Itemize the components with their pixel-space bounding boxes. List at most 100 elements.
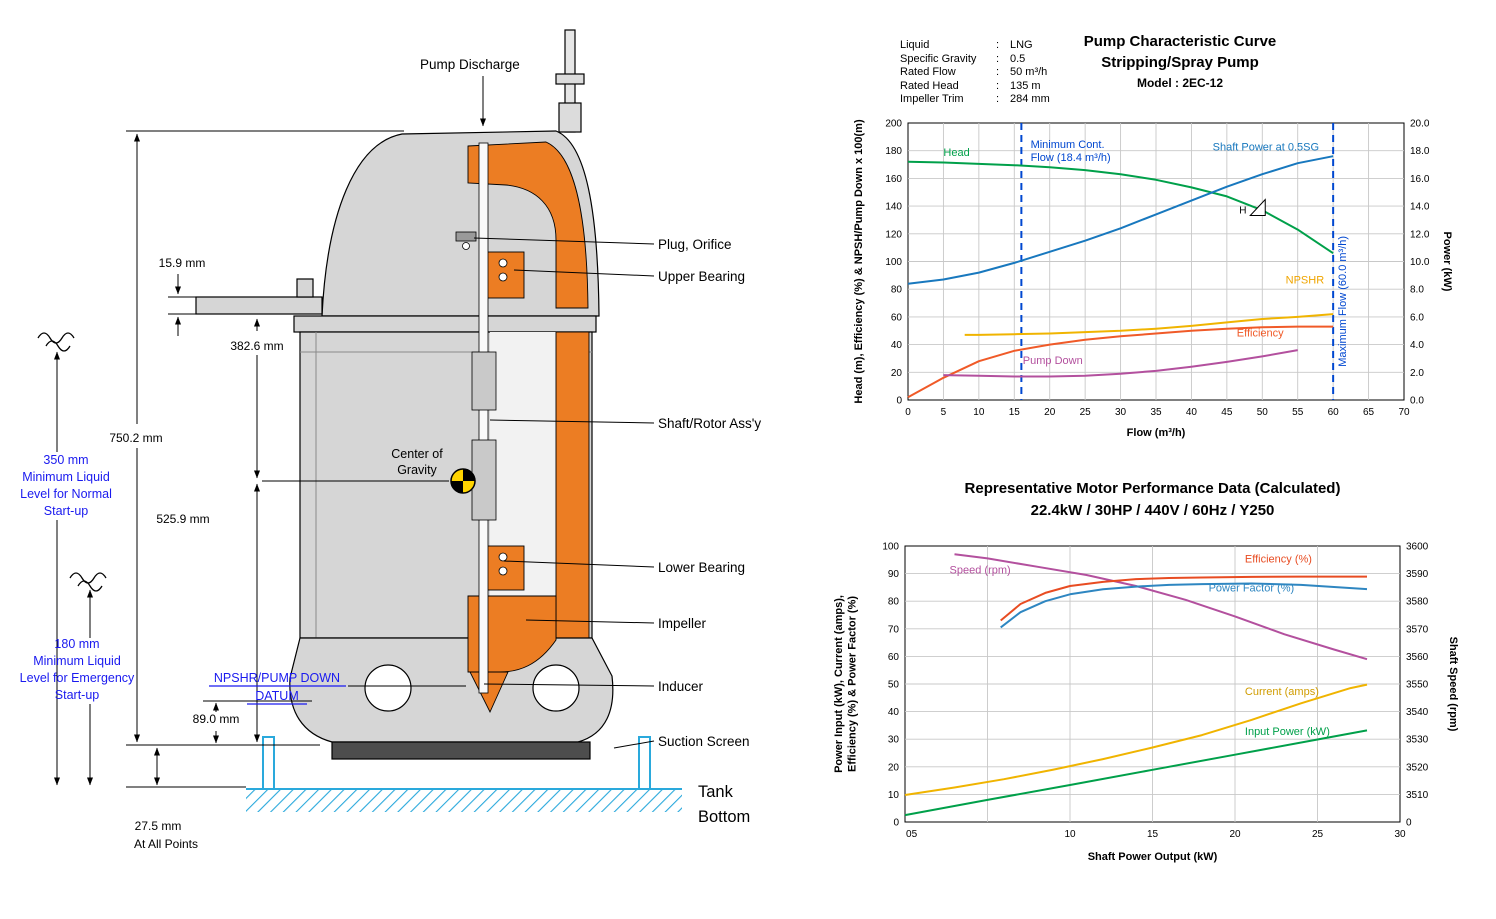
y-tick-label-right: 3590: [1406, 569, 1429, 580]
y-tick-label-right: 3570: [1406, 624, 1429, 635]
y-tick-label-right: 3560: [1406, 652, 1429, 663]
suction-screen-part: [331, 741, 591, 760]
y-tick-label-left: 70: [888, 624, 900, 635]
label-center-of: Center of: [391, 447, 443, 461]
y-tick-label-left: 0: [893, 818, 899, 829]
pump-rating-info: Liquid:LNG Specific Gravity:0.5 Rated Fl…: [900, 39, 1050, 107]
note-emergency-2: Minimum Liquid: [33, 654, 121, 668]
info-row: Impeller Trim:284 mm: [900, 93, 1050, 107]
y-tick-label-right: 3520: [1406, 762, 1429, 773]
y-tick-label-left: 120: [885, 229, 902, 240]
chart-subtitle: 22.4kW / 30HP / 440V / 60Hz / Y250: [1030, 502, 1275, 519]
info-label: Impeller Trim: [900, 93, 964, 106]
info-value: LNG: [1010, 39, 1033, 51]
liquid-level-icon-emergency: [69, 572, 107, 592]
label-plug-orifice: Plug, Orifice: [658, 237, 732, 252]
dim-text-bg: [222, 337, 292, 353]
x-axis-title: Shaft Power Output (kW): [1088, 851, 1218, 863]
y-tick-label-left: 50: [888, 680, 900, 691]
x-tick-label: 30: [1394, 829, 1406, 840]
flag-marker: [1249, 198, 1266, 216]
info-label: Rated Head: [900, 79, 959, 92]
y-tick-label-left: 0: [896, 396, 902, 407]
tank-bottom-ground: [246, 788, 682, 812]
y-tick-label-left: 90: [888, 569, 900, 580]
series-input-power-kw-: [904, 729, 1368, 817]
pump-leg-right: [638, 736, 651, 790]
y-tick-label-right: 8.0: [1410, 285, 1424, 296]
note-normal-2: Minimum Liquid: [22, 470, 110, 484]
series-shaft-power-at-0-5sg: [907, 155, 1334, 285]
y-tick-label-right: 3550: [1406, 680, 1429, 691]
center-of-gravity-icon: [450, 468, 476, 494]
info-label: Liquid: [900, 39, 930, 51]
curve-label: Maximum Flow (60.0 m³/h): [1337, 236, 1349, 367]
dim-plate: 15.9 mm: [159, 256, 206, 270]
x-tick-label: 45: [1221, 407, 1233, 418]
y-tick-label-right: 6.0: [1410, 312, 1424, 323]
y-tick-label-left: 80: [891, 285, 903, 296]
discharge-column: [555, 331, 590, 639]
y-tick-label-left: 40: [888, 707, 900, 718]
curve-label: Head: [943, 147, 969, 159]
flag-label: H: [1239, 205, 1246, 216]
y-tick-label-left: 160: [885, 174, 902, 185]
x-tick-label: 70: [1398, 407, 1410, 418]
y-axis-title-right: Shaft Speed (rpm): [1447, 637, 1459, 732]
info-value: 284 mm: [1010, 93, 1050, 106]
dimension-lines: [126, 76, 487, 788]
curve-label: Efficiency (%): [1245, 554, 1312, 566]
y-tick-label-left: 30: [888, 735, 900, 746]
label-shaft-rotor: Shaft/Rotor Ass'y: [658, 416, 761, 431]
curve-label: Current (amps): [1245, 686, 1319, 698]
note-normal-3: Level for Normal: [20, 487, 112, 501]
series-speed-rpm-: [954, 553, 1368, 661]
series-efficiency-: [1000, 575, 1367, 622]
note-normal-1: 350 mm: [43, 453, 88, 467]
info-value: 135 m: [1010, 79, 1041, 92]
x-tick-label: 25: [1312, 829, 1324, 840]
shaft-part: [478, 142, 489, 694]
leader-lines: [348, 237, 655, 749]
flange-ring: [293, 315, 597, 333]
curve-label: NPSHR: [1286, 275, 1325, 287]
chart-subtitle: Stripping/Spray Pump: [1101, 54, 1259, 71]
pump-body: [195, 29, 614, 760]
y-tick-label-left: 40: [891, 340, 903, 351]
note-normal-4: Start-up: [44, 504, 89, 518]
y-tick-label-right: 3600: [1406, 542, 1429, 553]
curve-label: Power Factor (%): [1209, 583, 1295, 595]
x-tick-label: 30: [1115, 407, 1127, 418]
y-axis-title-left: Head (m), Efficiency (%) & NPSH/Pump Dow…: [853, 119, 865, 404]
info-colon: :: [996, 39, 1000, 51]
x-tick-label: 5: [941, 407, 947, 418]
info-colon: :: [996, 52, 1000, 65]
x-tick-label: 20: [1229, 829, 1241, 840]
y-tick-label-left: 60: [891, 312, 903, 323]
label-pump-discharge: Pump Discharge: [420, 57, 520, 72]
info-label: Specific Gravity: [900, 52, 977, 65]
x-tick-label: 10: [1064, 829, 1076, 840]
dim-cg-to-datum: 525.9 mm: [156, 512, 209, 526]
y-tick-label-right: 14.0: [1410, 202, 1430, 213]
info-colon: :: [996, 93, 1000, 106]
y-tick-label-right: 0: [1406, 818, 1412, 829]
label-tank: Tank: [698, 783, 734, 801]
chart-model: Model : 2EC-12: [1136, 76, 1223, 90]
label-upper-bearing: Upper Bearing: [658, 269, 745, 284]
curve-label: Efficiency: [1237, 327, 1284, 339]
info-value: 50 m³/h: [1010, 66, 1048, 79]
x-tick-label: 55: [1292, 407, 1304, 418]
y-tick-label-right: 3580: [1406, 597, 1429, 608]
series-pump-down: [943, 349, 1298, 378]
x-tick-label: 0: [905, 407, 911, 418]
pump-leg-left: [262, 736, 275, 790]
dim-clearance: 27.5 mm: [135, 819, 182, 833]
y-tick-label-left: 20: [891, 368, 903, 379]
y-tick-label-right: 20.0: [1410, 119, 1430, 130]
y-tick-label-right: 18.0: [1410, 146, 1430, 157]
x-tick-label: 05: [906, 829, 918, 840]
